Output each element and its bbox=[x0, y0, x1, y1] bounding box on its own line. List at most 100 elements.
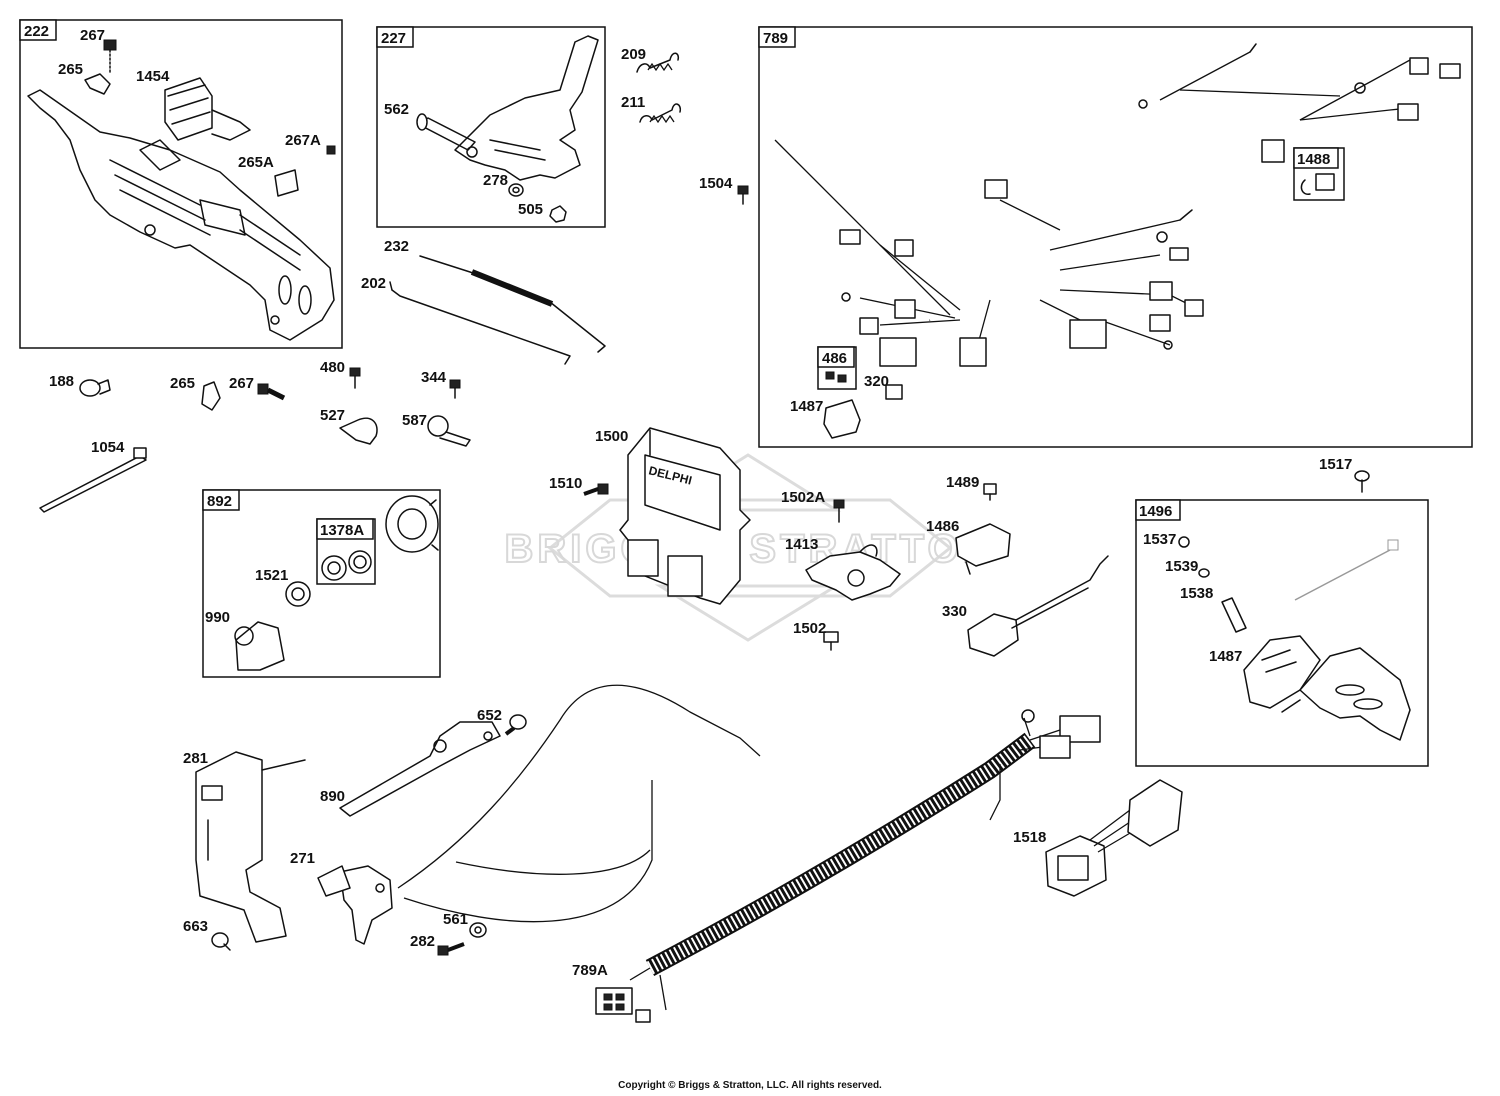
part-nut-561 bbox=[469, 922, 487, 938]
part-harness-789A bbox=[595, 709, 1101, 1023]
part-spring-211 bbox=[639, 103, 682, 124]
part-terminal-486 bbox=[825, 371, 847, 383]
callout-267-mid: 267 bbox=[229, 375, 254, 392]
watermark-logo: BRIGGS & STRATTON bbox=[504, 453, 996, 642]
callout-1489: 1489 bbox=[946, 474, 979, 491]
callout-278: 278 bbox=[483, 172, 508, 189]
part-key-990 bbox=[234, 621, 285, 671]
callout-1487-bottom: 1487 bbox=[1209, 648, 1242, 665]
part-bracket-265A bbox=[274, 169, 299, 197]
part-screw-1504 bbox=[737, 185, 749, 205]
part-relay-1487 bbox=[1243, 635, 1321, 709]
part-connector-1518 bbox=[1045, 779, 1183, 897]
part-clip-265-top bbox=[84, 73, 111, 95]
part-clamp-587 bbox=[427, 415, 471, 447]
part-relay-bracket bbox=[1281, 647, 1411, 741]
part-clamp-527 bbox=[339, 417, 378, 445]
group-box-789: 789 bbox=[758, 26, 1473, 448]
callout-281: 281 bbox=[183, 750, 208, 767]
callout-211: 211 bbox=[621, 94, 645, 111]
callout-265-mid: 265 bbox=[170, 375, 195, 392]
group-label-227: 227 bbox=[381, 30, 406, 47]
part-cable-tie-1054 bbox=[39, 447, 147, 513]
part-fuse-320 bbox=[885, 384, 903, 400]
part-sensor-1413 bbox=[805, 544, 901, 601]
part-nut-505 bbox=[549, 205, 567, 223]
callout-267A: 267A bbox=[285, 132, 321, 149]
group-box-1496: 1496 bbox=[1135, 499, 1429, 767]
part-relay-1487-top bbox=[823, 399, 861, 439]
callout-505: 505 bbox=[518, 201, 543, 218]
part-bolt-267-top bbox=[103, 39, 117, 73]
watermark-text: BRIGGS & STRATTON bbox=[505, 527, 996, 571]
group-box-1488: 1488 bbox=[1293, 147, 1345, 201]
callout-1518: 1518 bbox=[1013, 829, 1046, 846]
part-bolt-344 bbox=[449, 379, 461, 399]
callout-265A: 265A bbox=[238, 154, 274, 171]
part-o2-sensor-330 bbox=[967, 555, 1109, 657]
part-bolt-480 bbox=[349, 367, 361, 389]
callout-652: 652 bbox=[477, 707, 502, 724]
callout-1538: 1538 bbox=[1180, 585, 1213, 602]
callout-1486: 1486 bbox=[926, 518, 959, 535]
part-bezel-1521 bbox=[285, 581, 311, 607]
part-ecu-1500: DELPHI bbox=[619, 427, 751, 605]
callouts: 267 265 1454 267A 265A 562 278 505 209 2… bbox=[49, 27, 1352, 979]
group-label-789: 789 bbox=[763, 30, 788, 47]
part-screw-267A bbox=[326, 145, 336, 155]
callout-1510: 1510 bbox=[549, 475, 582, 492]
part-bolt-652 bbox=[504, 714, 527, 736]
callout-1537: 1537 bbox=[1143, 531, 1176, 548]
callout-282: 282 bbox=[410, 933, 435, 950]
part-throttle-lever-271 bbox=[317, 865, 393, 945]
group-box-227: 227 bbox=[376, 26, 606, 228]
callout-1539: 1539 bbox=[1165, 558, 1198, 575]
group-box-486: 486 bbox=[817, 346, 857, 390]
callout-330: 330 bbox=[942, 603, 967, 620]
group-box-1378A: 1378A bbox=[316, 518, 376, 585]
part-washer-1539 bbox=[1198, 568, 1210, 578]
part-stud-1538 bbox=[1221, 597, 1247, 633]
group-box-892: 892 bbox=[202, 489, 441, 678]
part-washer-278 bbox=[508, 183, 524, 197]
callout-561: 561 bbox=[443, 911, 468, 928]
group-label-1488: 1488 bbox=[1297, 151, 1330, 168]
callout-1500: 1500 bbox=[595, 428, 628, 445]
part-governor-link-202 bbox=[389, 281, 571, 365]
part-screw-1502 bbox=[823, 631, 839, 651]
part-bolt-267 bbox=[257, 383, 286, 401]
callout-890: 890 bbox=[320, 788, 345, 805]
part-bolt-188 bbox=[79, 379, 111, 397]
callout-1517: 1517 bbox=[1319, 456, 1352, 473]
callout-267: 267 bbox=[80, 27, 105, 44]
copyright-notice: Copyright © Briggs & Stratton, LLC. All … bbox=[618, 1080, 882, 1091]
callout-562: 562 bbox=[384, 101, 409, 118]
callout-663: 663 bbox=[183, 918, 208, 935]
callout-587: 587 bbox=[402, 412, 427, 429]
part-bolt-282 bbox=[437, 942, 465, 956]
callout-1054: 1054 bbox=[91, 439, 125, 456]
group-label-222: 222 bbox=[24, 23, 49, 40]
part-screw-1502A bbox=[833, 499, 845, 523]
group-label-1496: 1496 bbox=[1139, 503, 1172, 520]
callout-789A: 789A bbox=[572, 962, 608, 979]
part-map-sensor-1486 bbox=[955, 523, 1011, 575]
part-bolt-663 bbox=[211, 932, 231, 951]
part-screw-1510 bbox=[583, 483, 609, 496]
part-throttle-bracket-227 bbox=[454, 35, 599, 181]
callout-480: 480 bbox=[320, 359, 345, 376]
part-cable-tie-1496 bbox=[1294, 539, 1399, 601]
part-pin-562 bbox=[416, 113, 476, 151]
callout-271: 271 bbox=[290, 850, 315, 867]
callout-265: 265 bbox=[58, 61, 83, 78]
part-throttle-cable bbox=[397, 684, 761, 923]
part-nut-1378A bbox=[321, 550, 372, 581]
part-spring-209 bbox=[636, 52, 680, 73]
part-wiring-harness-789 bbox=[774, 43, 1461, 367]
callout-344: 344 bbox=[421, 369, 447, 386]
callout-188: 188 bbox=[49, 373, 74, 390]
part-clip-265 bbox=[201, 381, 221, 411]
part-control-bracket-222 bbox=[27, 89, 335, 341]
part-nut-1537 bbox=[1178, 536, 1190, 548]
